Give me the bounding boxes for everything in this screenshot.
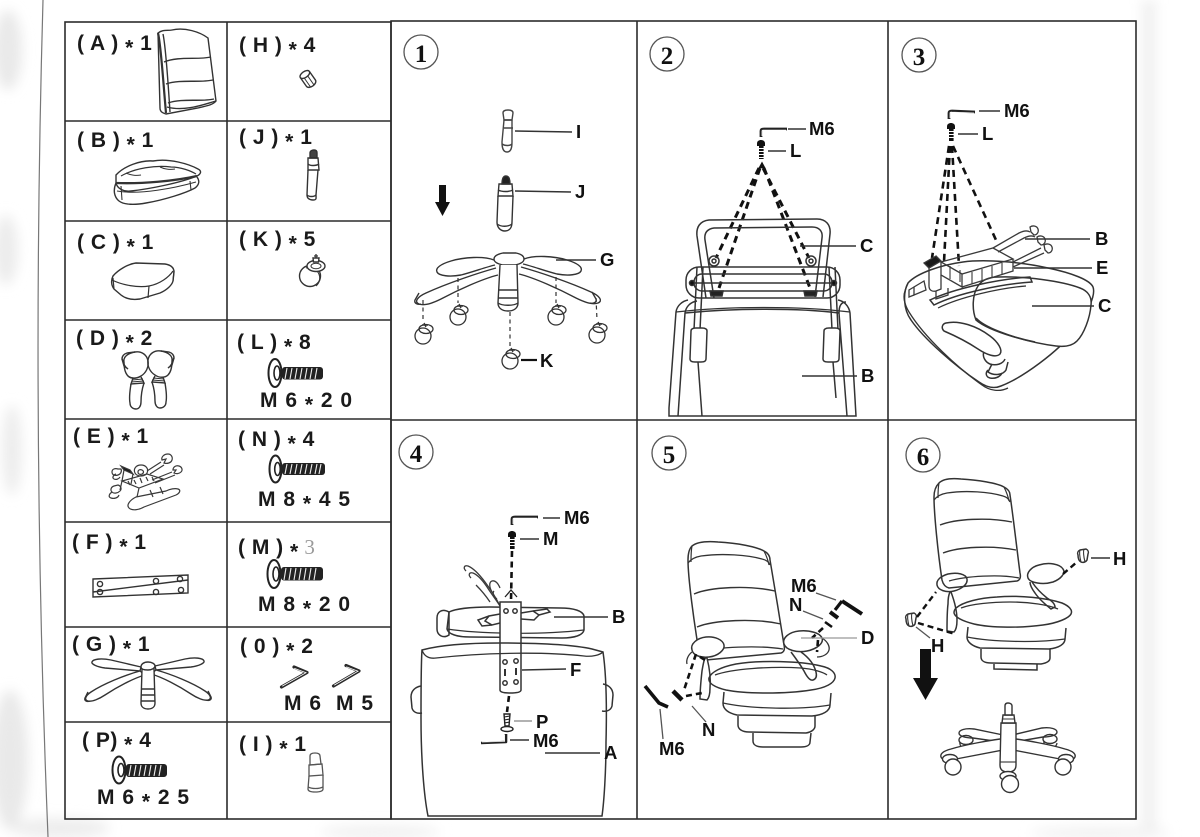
svg-text:( I ) * 1: ( I ) * 1: [239, 733, 307, 761]
svg-text:M 8 * 2 0: M 8 * 2 0: [258, 593, 351, 621]
svg-text:M 8 * 4 5: M 8 * 4 5: [258, 488, 351, 516]
svg-text:B: B: [1095, 228, 1108, 249]
svg-text:M 6: M 6: [284, 692, 322, 715]
svg-text:( G ) * 1: ( G ) * 1: [72, 633, 150, 661]
svg-text:M6: M6: [809, 118, 835, 139]
svg-text:( E ) * 1: ( E ) * 1: [73, 425, 149, 453]
svg-text:B: B: [612, 606, 625, 627]
svg-text:E: E: [1096, 257, 1108, 278]
svg-text:( F ) * 1: ( F ) * 1: [72, 531, 147, 559]
svg-text:I: I: [576, 121, 581, 142]
svg-text:M6: M6: [659, 738, 685, 759]
svg-text:M 5: M 5: [336, 692, 374, 715]
svg-text:( B ) * 1: ( B ) * 1: [77, 129, 154, 157]
svg-text:M6: M6: [564, 507, 590, 528]
svg-text:J: J: [575, 181, 585, 202]
svg-text:K: K: [540, 350, 554, 371]
svg-text:6: 6: [917, 444, 930, 471]
svg-text:3: 3: [913, 44, 926, 71]
svg-text:G: G: [600, 249, 614, 270]
svg-text:M6: M6: [791, 575, 817, 596]
svg-text:P: P: [536, 711, 548, 732]
svg-text:M6: M6: [1004, 100, 1030, 121]
svg-text:A: A: [604, 742, 617, 763]
svg-text:( H ) * 4: ( H ) * 4: [239, 34, 316, 62]
svg-text:( P) * 4: ( P) * 4: [82, 729, 151, 757]
svg-text:H: H: [1113, 548, 1126, 569]
svg-text:B: B: [861, 365, 874, 386]
svg-text:C: C: [860, 235, 873, 256]
svg-text:( L ) * 8: ( L ) * 8: [237, 331, 311, 359]
svg-text:( K ) * 5: ( K ) * 5: [239, 228, 316, 256]
svg-text:N: N: [702, 719, 715, 740]
svg-text:L: L: [982, 123, 993, 144]
svg-text:( M ) * 3: ( M ) * 3: [238, 535, 315, 564]
svg-text:( D ) * 2: ( D ) * 2: [76, 327, 153, 355]
svg-text:( A ) * 1: ( A ) * 1: [77, 32, 152, 60]
svg-text:M 6 * 2 5: M 6 * 2 5: [97, 786, 190, 814]
svg-text:D: D: [861, 627, 874, 648]
svg-text:F: F: [570, 659, 581, 680]
svg-text:5: 5: [663, 442, 676, 469]
svg-text:L: L: [790, 140, 801, 161]
svg-text:( 0 ) * 2: ( 0 ) * 2: [240, 635, 313, 663]
svg-text:( C ) * 1: ( C ) * 1: [77, 231, 154, 259]
svg-text:C: C: [1098, 295, 1111, 316]
svg-text:1: 1: [415, 41, 428, 68]
svg-text:M 6 * 2 0: M 6 * 2 0: [260, 389, 353, 417]
svg-text:( J ) * 1: ( J ) * 1: [239, 126, 312, 154]
svg-text:M6: M6: [533, 730, 559, 751]
svg-text:H: H: [931, 635, 944, 656]
svg-text:N: N: [789, 594, 802, 615]
svg-text:2: 2: [661, 43, 674, 70]
svg-text:( N ) * 4: ( N ) * 4: [238, 428, 315, 456]
svg-text:M: M: [543, 528, 558, 549]
svg-text:4: 4: [410, 441, 423, 468]
